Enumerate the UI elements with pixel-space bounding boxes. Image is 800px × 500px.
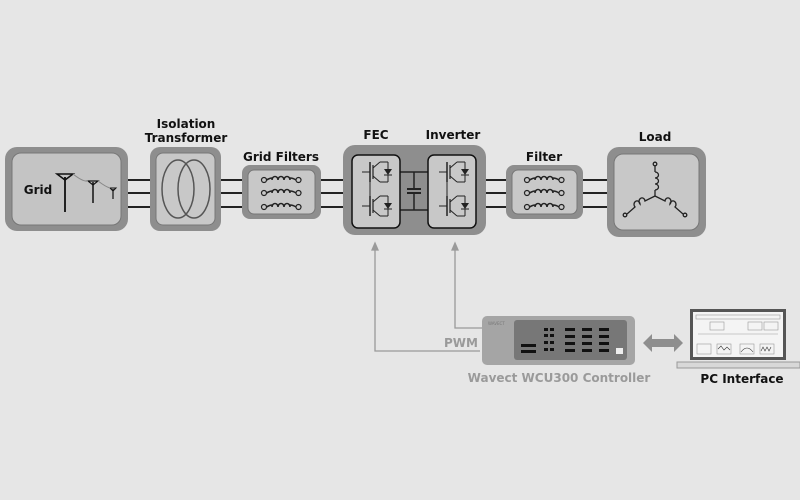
- converter-block: [343, 145, 486, 235]
- controller-brand-mark: WAVECT: [488, 321, 505, 326]
- capacitor-icon: [407, 188, 421, 194]
- power-pylon-icon: [54, 173, 118, 212]
- transformer-label-1: Isolation: [157, 117, 216, 131]
- star-load-icon: [622, 161, 688, 218]
- fec-module: [351, 154, 401, 229]
- transformer-label-2: Transformer: [145, 131, 228, 145]
- filter-block: [506, 165, 583, 219]
- transformer-coils-icon: [161, 159, 211, 219]
- pwm-signal-lines: [371, 241, 483, 352]
- grid-filters-label: Grid Filters: [243, 150, 319, 164]
- wcu300-controller: WAVECT: [482, 316, 635, 365]
- controller-ports: [521, 328, 609, 353]
- grid-label: Grid: [24, 183, 52, 197]
- status-led-icon: [616, 348, 623, 354]
- bidirectional-arrow-icon: [643, 334, 683, 352]
- inverter-label: Inverter: [426, 128, 481, 142]
- grid-block: Grid: [5, 147, 128, 231]
- controller-label: Wavect WCU300 Controller: [468, 371, 651, 385]
- pwm-label: PWM: [444, 336, 478, 350]
- pc-interface-label: PC Interface: [700, 372, 783, 386]
- pc-screen-content: [695, 314, 781, 355]
- isolation-transformer-block: [150, 147, 221, 231]
- fec-label: FEC: [363, 128, 388, 142]
- pc-base: [676, 361, 800, 369]
- pc-monitor: [676, 309, 800, 369]
- load-block: [607, 147, 706, 237]
- grid-filters-block: [242, 165, 321, 219]
- inverter-module: [427, 154, 477, 229]
- filter-label: Filter: [526, 150, 562, 164]
- load-label: Load: [639, 130, 672, 144]
